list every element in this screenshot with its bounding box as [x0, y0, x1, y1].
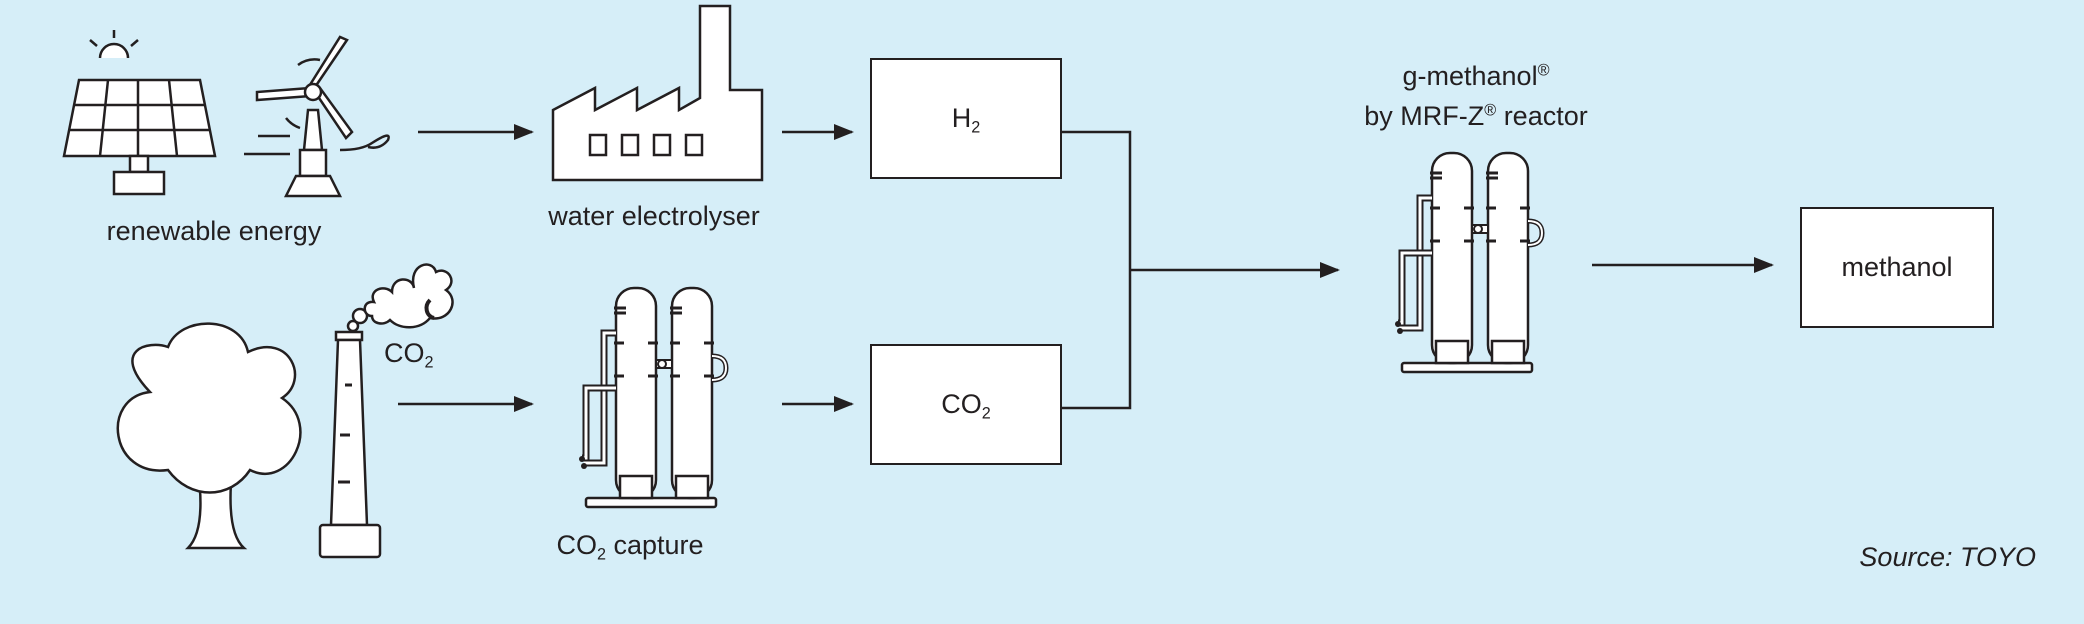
capture-reactor-icon: [579, 288, 726, 507]
co2-emission-text: CO: [384, 338, 425, 368]
reactor-title-line2: by MRF-Z® reactor: [1364, 101, 1588, 131]
co2-box-label: CO2: [941, 389, 991, 422]
co2-box: CO2: [870, 344, 1062, 465]
source-credit: Source: TOYO: [1859, 542, 2036, 572]
methanol-box-label: methanol: [1841, 252, 1953, 282]
h2-box: H2: [870, 58, 1062, 179]
h2-box-subscript: 2: [971, 118, 981, 137]
co2-emission-subscript: 2: [424, 353, 434, 372]
renewable-energy-label: renewable energy: [106, 216, 322, 246]
co2-box-text: CO: [941, 389, 982, 419]
water-electrolyser-label: water electrolyser: [548, 201, 760, 231]
methanol-reactor-icon: [1395, 153, 1542, 372]
chimney-icon: [318, 330, 382, 559]
co2-box-subscript: 2: [981, 404, 991, 423]
smoke-cloud-icon: [346, 263, 454, 333]
reactor-title-line1-registered: ®: [1537, 61, 1550, 80]
reactor-title-line1-text: g-methanol: [1402, 61, 1538, 91]
reactor-title-line2-text: by MRF-Z: [1364, 101, 1485, 131]
wind-turbine-icon: [244, 35, 390, 198]
co2-capture-label: CO2 capture: [556, 530, 704, 563]
co2-emission-label: CO2: [384, 338, 434, 371]
h2-box-text: H: [951, 103, 972, 133]
solar-panel-icon: [62, 30, 217, 196]
h2-box-label: H2: [951, 103, 981, 136]
methanol-box: methanol: [1800, 207, 1994, 328]
reactor-title-line1: g-methanol®: [1402, 61, 1550, 91]
reactor-title-line2-rest: reactor: [1496, 101, 1588, 131]
connector-co2-to-merge: [1062, 270, 1132, 410]
co2-capture-rest: capture: [605, 530, 704, 560]
connector-h2-to-merge: [1062, 130, 1132, 270]
tree-icon: [116, 322, 302, 550]
co2-capture-text: CO: [556, 530, 597, 560]
co2-capture-subscript: 2: [596, 545, 606, 564]
factory-icon: [551, 4, 764, 182]
reactor-title-line2-registered: ®: [1484, 101, 1497, 120]
